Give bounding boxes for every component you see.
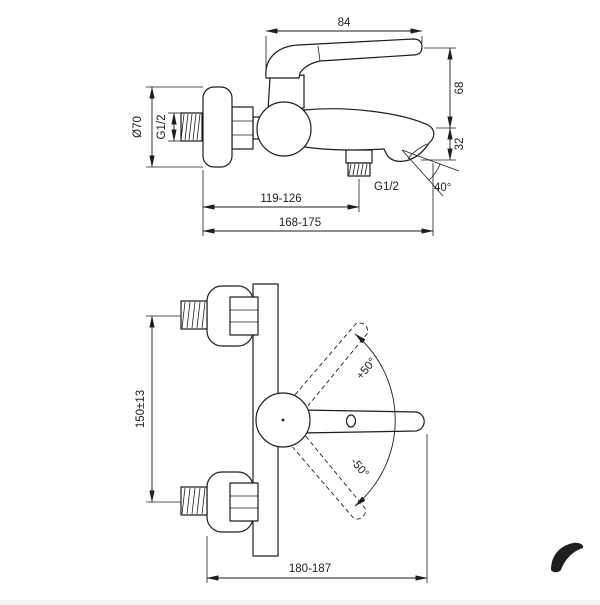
valve-center-mark [281,418,285,422]
dim-overall-width: 180-187 [206,434,428,583]
wall-mount-top [180,285,259,347]
dim-spout-angle: 40° [401,149,460,197]
dim-overall-depth-label: 168-175 [279,217,321,229]
front-view: +50° -50° [135,283,428,583]
dim-wall-to-outlet: 119-126 [202,170,360,236]
hex-nut-top [229,296,259,336]
brand-logo [551,542,584,573]
side-view: 84 68 32 Ø70 G1/2 G1/2 [132,17,466,236]
dim-inlet-thread-label: G1/2 [156,115,168,140]
lever-swing-arc [354,333,396,507]
dim-handle-length-label: 84 [338,17,351,29]
hex-nut-bottom [229,482,259,522]
dim-handle-length: 84 [265,17,423,74]
valve-body-circle [256,101,312,157]
dim-wall-to-outlet-label: 119-126 [260,193,301,205]
dim-flange-diameter-label: Ø70 [132,116,144,138]
dim-flange-diameter: Ø70 [132,86,203,168]
dim-swing-up-label: +50° [354,356,379,382]
inlet-pipe-side [180,112,203,142]
lever-handle-side [265,38,423,79]
wall-flange-side [202,86,233,168]
dim-overall-depth: 168-175 [202,163,434,236]
dim-upper-height-label: 68 [454,82,466,95]
lever-position-up [294,322,369,407]
outlet-thread-hatch [348,163,368,176]
dim-inlet-spacing: 150±13 [135,315,181,503]
dim-spout-angle-label: 40° [434,182,451,194]
wall-mount-bottom [180,471,259,533]
lever-position-down [292,435,366,520]
lever-handle-front [300,409,425,434]
inlet-thread-hatch-bottom [181,487,206,515]
dim-inlet-thread: G1/2 [156,112,181,142]
dim-swing-down-label: -50° [348,456,371,480]
hex-nut-side [231,106,254,150]
dim-inlet-spacing-label: 150±13 [135,390,147,428]
shower-outlet-body [345,149,373,164]
dim-overall-width-label: 180-187 [289,563,331,575]
lever-joint-line [317,45,321,62]
inlet-thread-hatch-top [181,301,206,329]
dim-heights-right: 68 32 [421,47,466,161]
dim-outlet-thread-label: G1/2 [374,181,399,193]
dim-spout-drop-label: 32 [454,138,466,151]
inlet-thread-hatch [180,113,201,141]
